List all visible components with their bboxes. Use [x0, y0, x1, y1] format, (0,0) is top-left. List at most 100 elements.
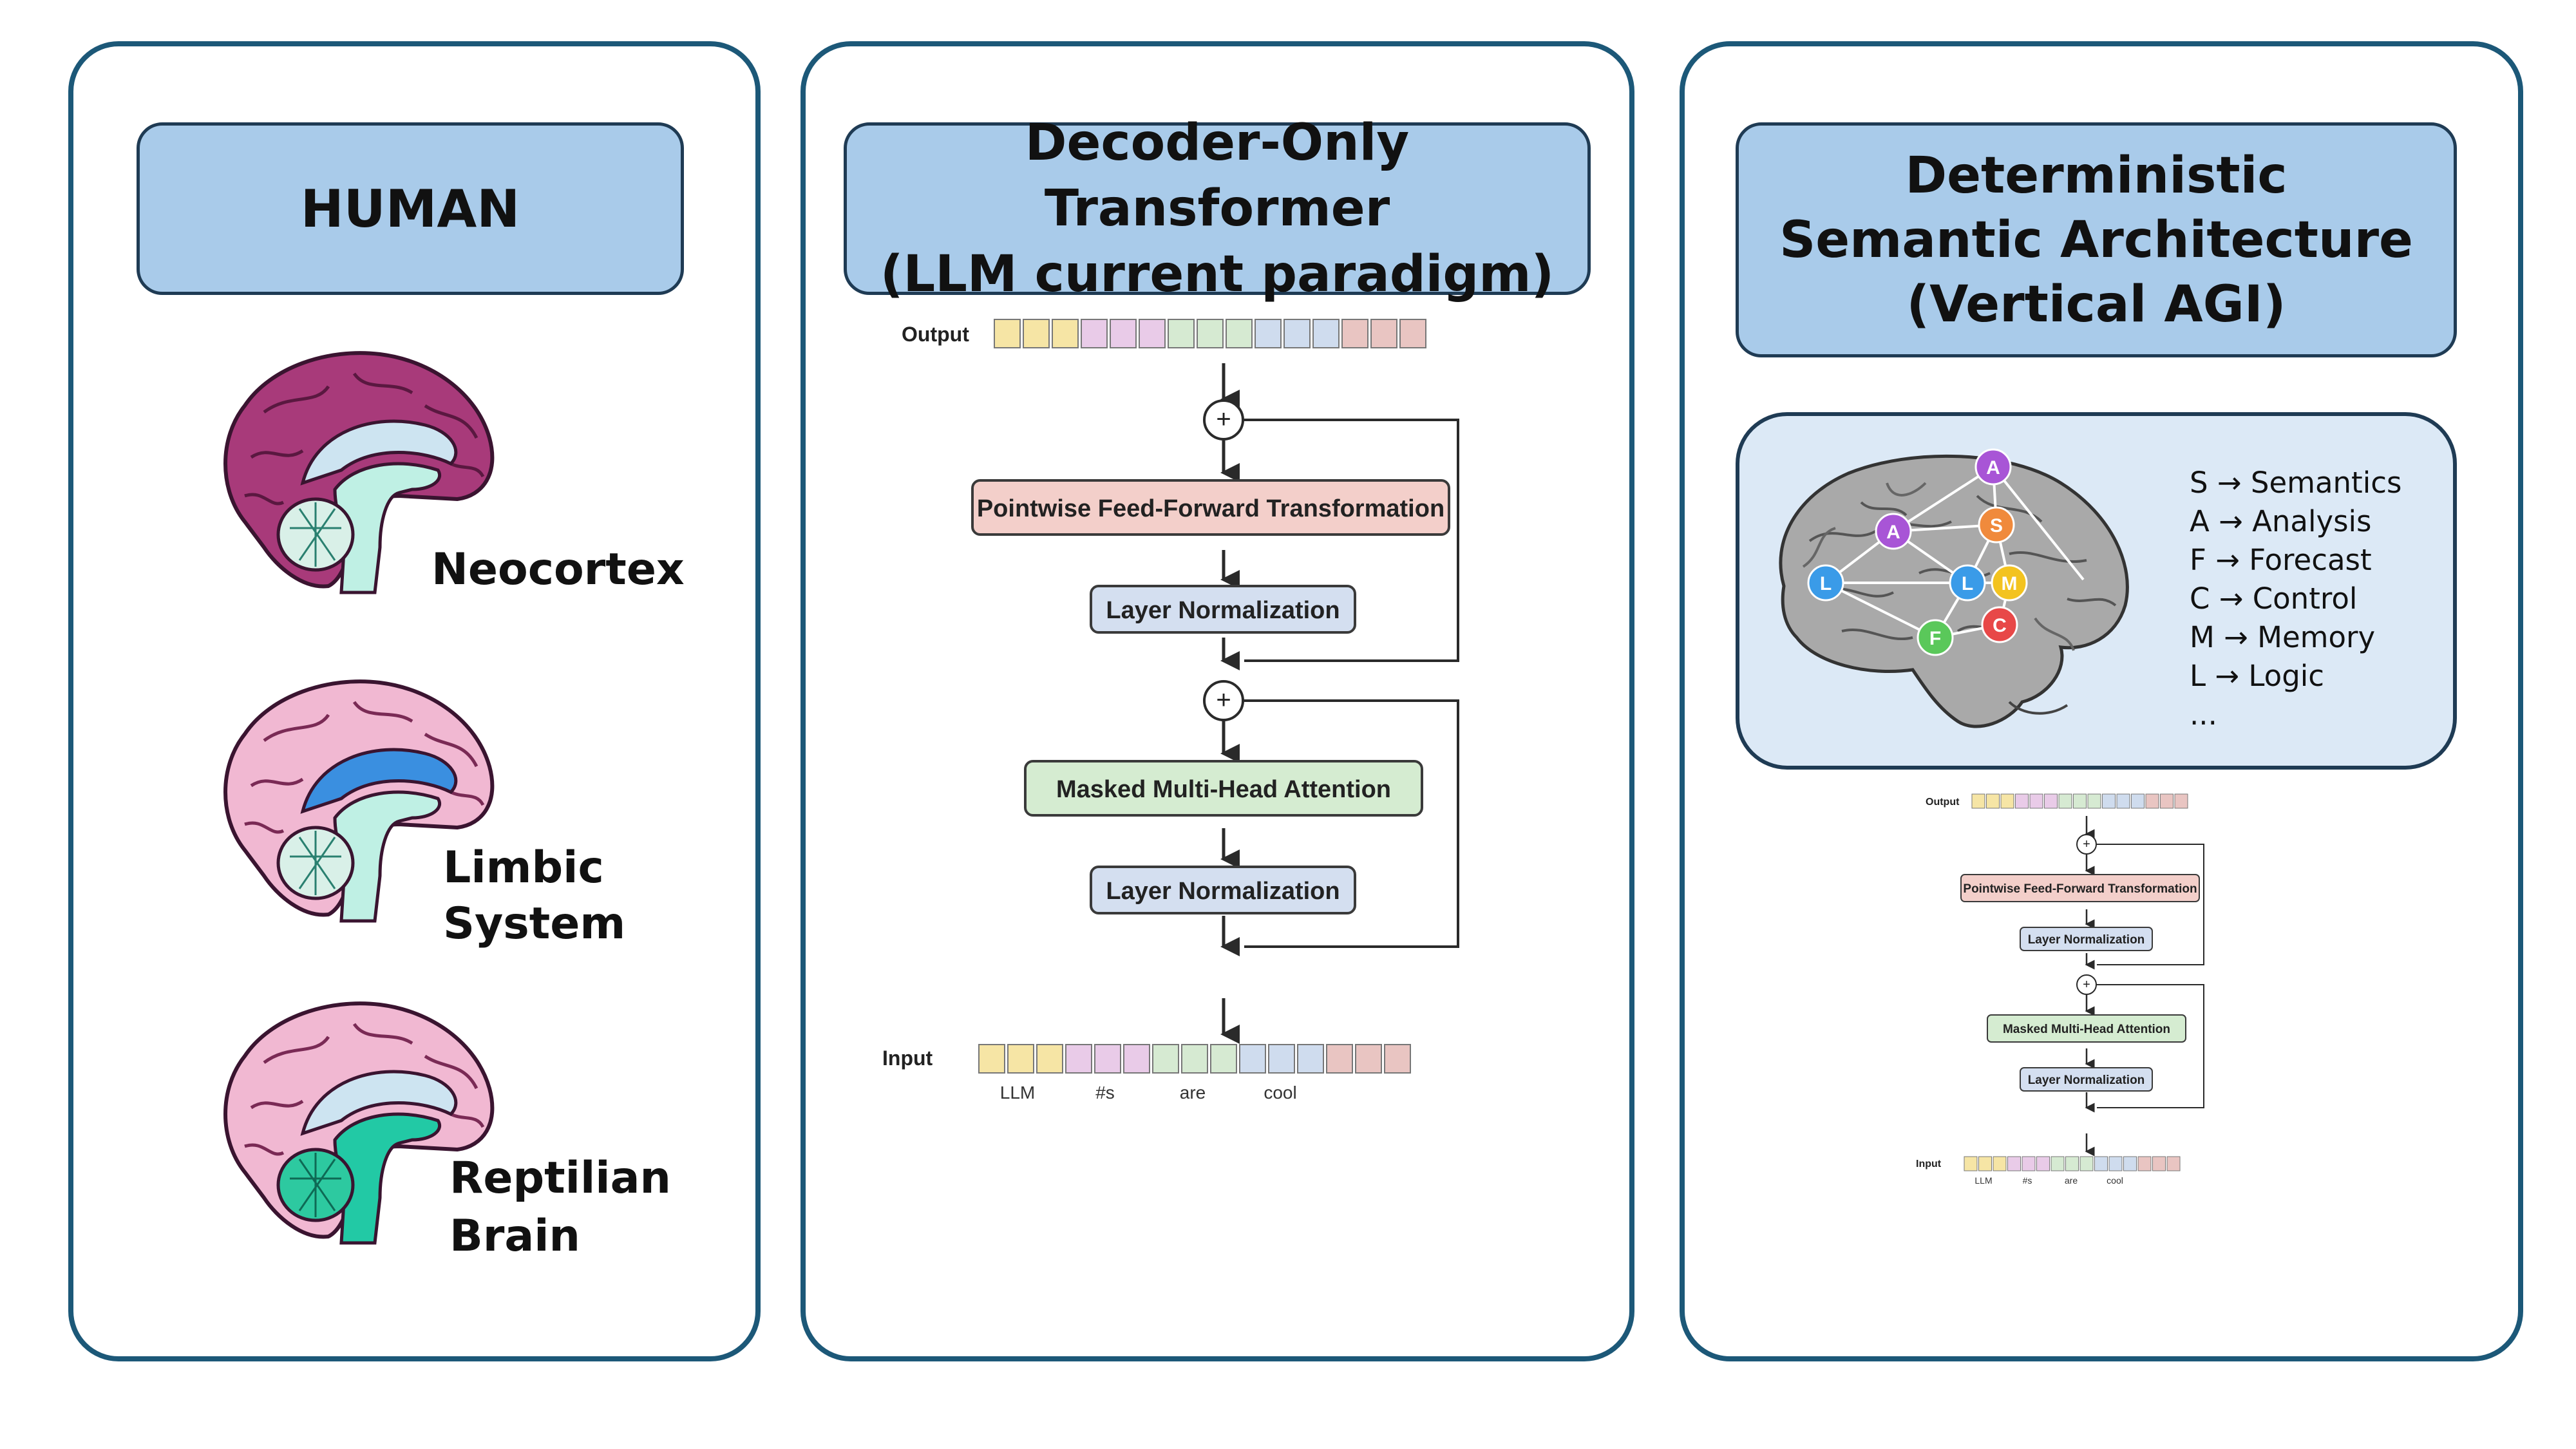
reptilian-brain-icon — [223, 1001, 495, 1245]
ffn-block — [1960, 874, 2200, 902]
input-token-cell — [1065, 1044, 1092, 1074]
output-token-cell — [2116, 793, 2130, 809]
output-token-cell — [2015, 793, 2029, 809]
output-token-cell — [1399, 319, 1426, 348]
output-token-cell — [1081, 319, 1108, 348]
output-token-cell — [994, 319, 1021, 348]
input-token-word: #s — [1095, 1083, 1115, 1103]
neocortex-brain-icon — [223, 351, 495, 594]
input-token-word: #s — [2023, 1175, 2032, 1186]
dsa-node-C — [1981, 606, 2018, 643]
dsa-node-L — [1807, 564, 1844, 601]
input-token-cell — [1007, 1044, 1034, 1074]
residual-connection — [2096, 844, 2204, 965]
output-label: Output — [1926, 797, 1960, 808]
output-token-cell — [2160, 793, 2174, 809]
input-token-cell — [2065, 1156, 2079, 1171]
input-token-cell — [978, 1044, 1005, 1074]
legend-ellipsis: ... — [2190, 697, 2217, 732]
dsa-node-letter: M — [2002, 573, 2018, 594]
input-token-cell — [2137, 1156, 2152, 1171]
layer-norm-block-label: Layer Normalization — [1106, 597, 1340, 624]
input-token-cell — [2007, 1156, 2021, 1171]
dsa-node-letter: S — [1990, 515, 2003, 536]
output-token-cell — [1023, 319, 1050, 348]
residual-connection — [1243, 419, 1459, 662]
input-token-cell — [1993, 1156, 2007, 1171]
limbic-label-line2: System — [443, 898, 626, 949]
limbic-brain-icon — [223, 679, 495, 923]
output-token-cell — [2073, 793, 2087, 809]
reptilian-label-line2: Brain — [450, 1211, 580, 1262]
output-token-cell — [1255, 319, 1282, 348]
output-token-cell — [2029, 793, 2043, 809]
input-token-cell — [1978, 1156, 1992, 1171]
input-token-word: are — [1180, 1083, 1206, 1103]
dsa-node-letter: C — [1993, 615, 2007, 636]
input-token-cell — [1181, 1044, 1208, 1074]
input-token-cell — [2166, 1156, 2181, 1171]
reptilian-label-line1: Reptilian — [450, 1153, 671, 1204]
output-token-cell — [1370, 319, 1397, 348]
input-token-cell — [2123, 1156, 2137, 1171]
output-token-cell — [1110, 319, 1137, 348]
input-token-word: LLM — [1000, 1083, 1035, 1103]
plus-sign: + — [1216, 686, 1231, 714]
layer-norm-block — [1090, 585, 1356, 634]
dsa-node-letter: F — [1929, 628, 1941, 649]
output-token-cell — [1341, 319, 1368, 348]
input-label: Input — [882, 1046, 933, 1070]
input-token-cell — [1297, 1044, 1324, 1074]
transformer-title-line2: (LLM current paradigm) — [880, 245, 1555, 303]
dsa-transformer-diagram: Output++Pointwise Feed-Forward Transform… — [1916, 793, 2204, 1186]
layer-norm-block — [1090, 866, 1356, 914]
dsa-node-letter: A — [1986, 457, 2000, 478]
plus-sign: + — [1216, 405, 1231, 433]
input-token-cell — [1094, 1044, 1121, 1074]
input-token-cell — [1384, 1044, 1411, 1074]
attention-block-label: Masked Multi-Head Attention — [1056, 776, 1391, 803]
output-token-cell — [2044, 793, 2058, 809]
output-token-cell — [2102, 793, 2116, 809]
dsa-title-line1: Deterministic — [1905, 146, 2287, 205]
input-token-cell — [2036, 1156, 2050, 1171]
output-token-cell — [1986, 793, 2000, 809]
layer-norm-block-label: Layer Normalization — [2028, 1074, 2145, 1087]
plus-sign: + — [2083, 978, 2090, 992]
input-token-cell — [1326, 1044, 1353, 1074]
residual-connection — [2096, 984, 2204, 1108]
input-token-cell — [2079, 1156, 2094, 1171]
ffn-block-label: Pointwise Feed-Forward Transformation — [977, 495, 1444, 522]
output-token-cell — [1226, 319, 1253, 348]
transformer-diagram: Output++Pointwise Feed-Forward Transform… — [882, 319, 1459, 1103]
layer-norm-block — [2020, 1067, 2153, 1092]
attention-block — [1987, 1014, 2186, 1043]
human-title-box: HUMAN — [137, 122, 684, 295]
dsa-node-letter: L — [1820, 573, 1832, 594]
ffn-block — [971, 479, 1450, 536]
plus-sign: + — [2083, 837, 2090, 851]
output-token-cell — [2131, 793, 2145, 809]
layer-norm-block-label: Layer Normalization — [1106, 878, 1340, 905]
attention-block — [1024, 760, 1423, 817]
dsa-node-M — [1991, 564, 2028, 601]
input-token-word: cool — [2107, 1175, 2123, 1186]
dsa-title-line2: Semantic Architecture — [1779, 211, 2413, 269]
output-token-cell — [2087, 793, 2101, 809]
input-token-word: cool — [1264, 1083, 1296, 1103]
input-label: Input — [1916, 1159, 1942, 1170]
transformer-title-line1: Decoder-Only Transformer — [1025, 114, 1410, 238]
limbic-label-line1: Limbic — [443, 842, 604, 893]
legend-logic: L → Logic — [2190, 659, 2325, 693]
output-token-cell — [2174, 793, 2188, 809]
dsa-node-L — [1949, 564, 1986, 601]
dsa-node-A — [1975, 448, 2012, 486]
output-token-cell — [1197, 319, 1224, 348]
input-token-cell — [2094, 1156, 2108, 1171]
input-token-cell — [1210, 1044, 1237, 1074]
dsa-node-A — [1875, 513, 1912, 550]
input-token-cell — [2022, 1156, 2036, 1171]
output-token-cell — [1168, 319, 1195, 348]
residual-connection — [1243, 699, 1459, 948]
